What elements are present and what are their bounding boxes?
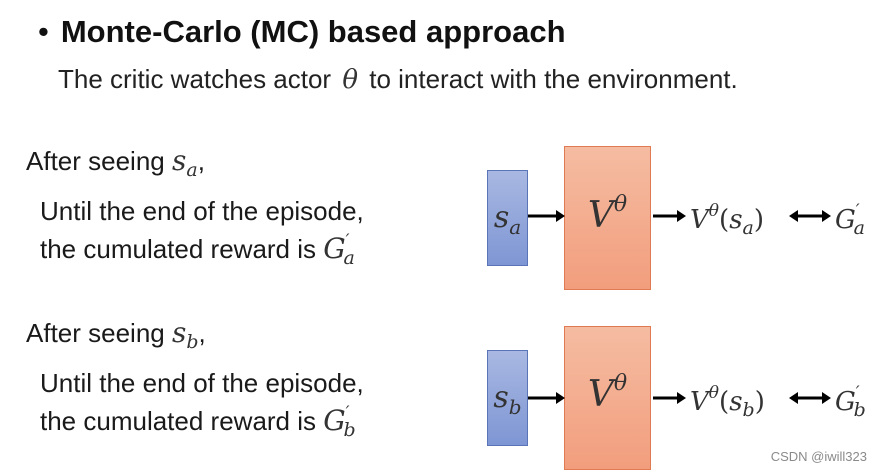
case-a-critic-symbol: V [587,195,614,236]
case-b-reward-prime: ′ [345,403,350,423]
case-a-compare-prime: ′ [855,201,860,221]
case-a-reward-symbol: G′a [323,231,355,269]
case-b-compare-prime: ′ [855,383,860,403]
case-a-output-arg-sub: a [742,217,754,239]
case-b-state-label-symbol: s [493,380,509,415]
watermark: CSDN @iwill323 [770,449,867,464]
case-b-reward-sub: b [343,419,356,441]
case-b-state-box [487,350,528,446]
case-a-output-arrow [653,210,686,222]
case-a-input-arrow [528,210,565,222]
case-b-critic-symbol: V [587,374,614,415]
case-a-output-v: V [690,205,709,235]
case-b-output-v: V [690,387,709,417]
case-a-comma: , [197,146,205,176]
case-a-state-box [487,170,528,266]
case-a-reward-prime: ′ [345,231,350,251]
case-a-compare-target: G′a [835,201,865,239]
case-a-output-value: Vθ(sa) [690,201,764,239]
case-a-critic-sup: θ [613,192,628,217]
case-b-state-ref-symbol: s [171,316,187,349]
subtitle-before: The critic watches actor [58,64,332,94]
case-b-reward-text: the cumulated reward is [40,406,317,436]
subtitle-after: to interact with the environment. [369,64,738,94]
case-b-input-arrow [528,392,565,404]
case-a-state-ref-sub: a [186,159,198,181]
case-a-critic-box [564,146,651,290]
case-a-reward-text: the cumulated reward is [40,234,317,264]
case-b-state-ref: sb [171,316,199,353]
case-a-state-label-sub: a [509,215,522,239]
case-b-output-open: ( [719,387,730,417]
case-b-critic-label: Vθ [564,371,651,415]
slide-subtitle: The critic watches actor θ to interact w… [58,64,738,95]
case-b-compare-arrow [789,392,831,404]
case-b-state-ref-sub: b [186,331,199,353]
case-a-output-arg: s [729,205,743,235]
case-b-compare-target: G′b [835,383,866,421]
case-a-state-ref-symbol: s [171,144,187,177]
case-b-compare-g: G [835,387,856,417]
case-b-output-arg-sub: b [742,399,755,421]
case-b-output-arg: s [729,387,743,417]
case-a-state-ref: sa [171,144,198,181]
slide-title: • Monte-Carlo (MC) based approach [38,14,566,50]
case-b-episode-line: Until the end of the episode, [40,368,364,398]
case-a-reward-line: the cumulated reward is G′a [40,231,355,269]
case-b-output-close: ) [754,387,765,417]
case-b-after-seeing-text: After seeing [26,318,165,348]
case-b-output-value: Vθ(sb) [690,383,765,421]
case-b-reward-symbol: G′b [323,403,355,441]
subtitle-theta-symbol: θ [342,65,358,95]
case-a-reward-sub: a [343,247,355,269]
case-a-after-seeing: After seeing sa, [26,144,205,181]
case-b-critic-sup: θ [613,371,628,396]
case-a-compare-arrow [789,210,831,222]
bullet-icon: • [38,14,49,49]
case-b-critic-box [564,326,651,470]
case-b-output-arrow [653,392,686,404]
case-a-reward-g: G [323,232,346,265]
case-a-state-label: sa [487,200,528,239]
case-b-state-label-sub: b [508,395,522,419]
case-a-compare-sub: a [853,217,865,239]
case-b-compare-sub: b [853,399,866,421]
case-a-state-label-symbol: s [493,200,510,235]
title-text: Monte-Carlo (MC) based approach [60,14,566,49]
case-a-output-close: ) [753,205,765,235]
case-b-state-label: sb [487,380,528,419]
case-a-output-sup: θ [708,201,720,221]
case-a-after-seeing-text: After seeing [26,146,165,176]
case-b-output-sup: θ [708,383,720,403]
case-a-episode-line: Until the end of the episode, [40,196,364,226]
case-a-critic-label: Vθ [564,192,651,236]
case-b-reward-g: G [323,404,346,437]
case-b-reward-line: the cumulated reward is G′b [40,403,356,441]
case-b-after-seeing: After seeing sb, [26,316,206,353]
case-a-compare-g: G [835,205,856,235]
case-b-comma: , [198,318,206,348]
case-a-output-open: ( [719,205,730,235]
